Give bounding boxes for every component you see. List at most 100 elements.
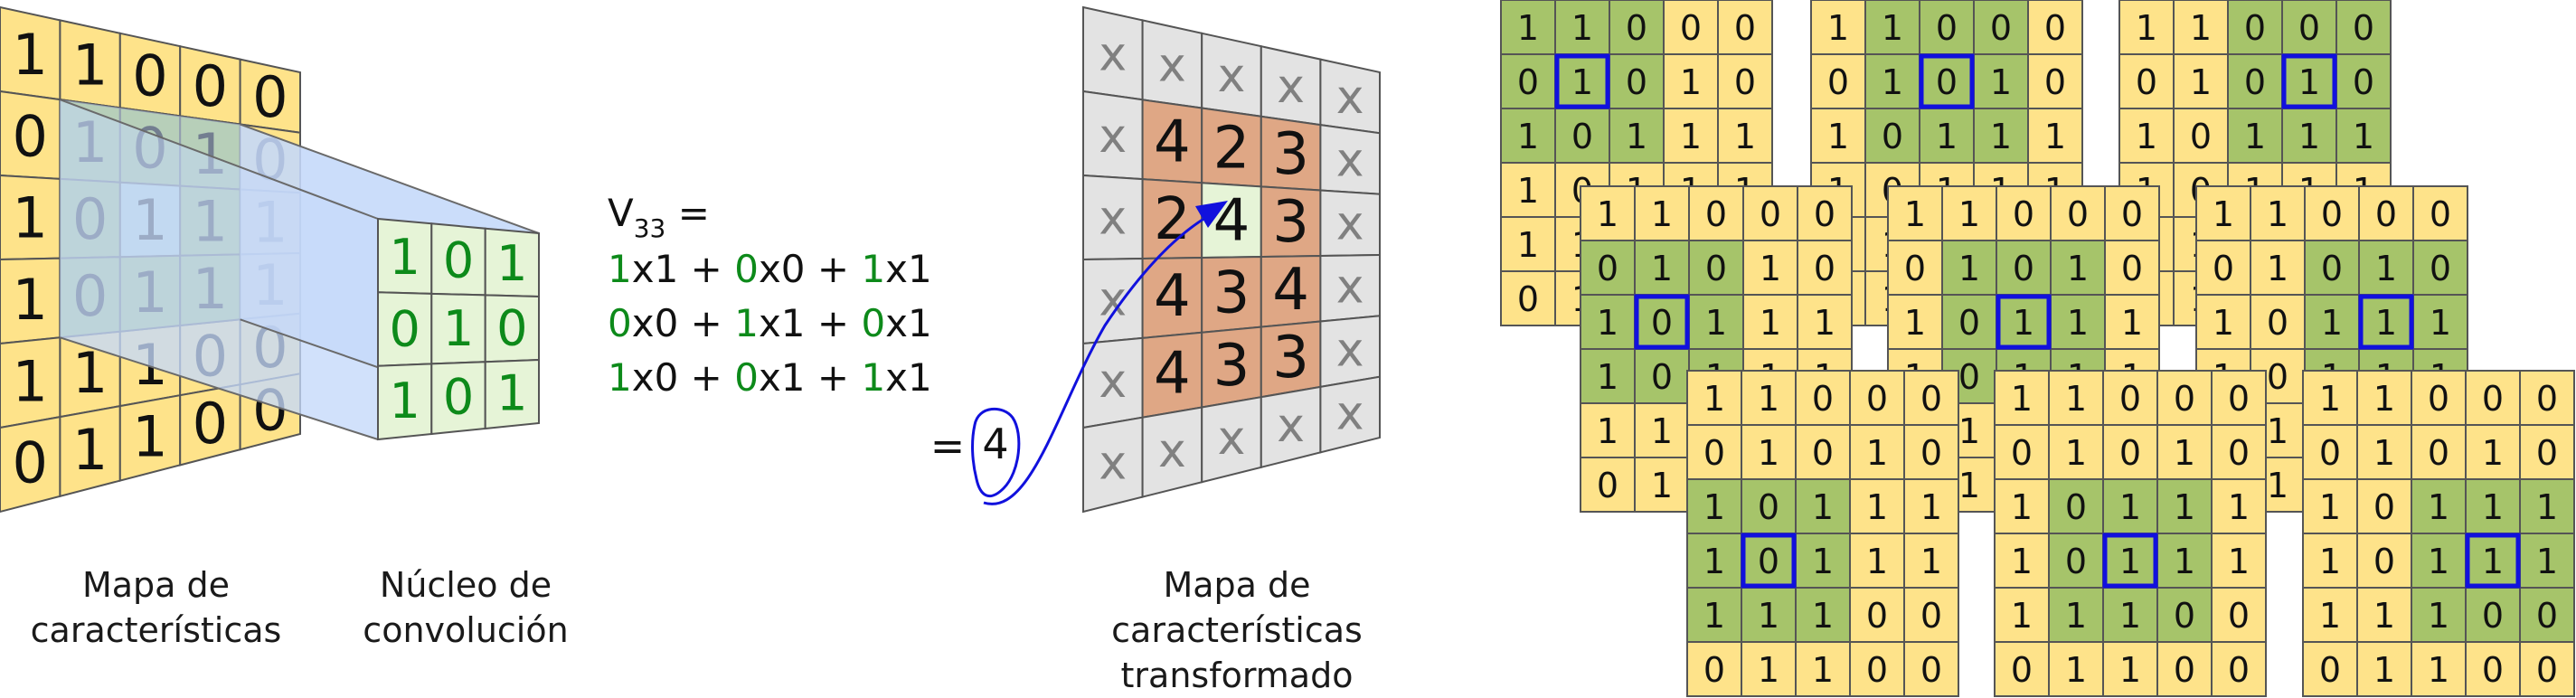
result-circle [971, 407, 1021, 498]
step-cell-value: 1 [1958, 249, 1980, 288]
step-window-cell [1864, 0, 1920, 55]
step-cell [2027, 0, 2083, 55]
step-cell [1686, 641, 1742, 697]
step-cell-value: 1 [1866, 542, 1888, 581]
step-cell-value: 1 [1882, 8, 1903, 48]
step-cell-value: 0 [1597, 466, 1618, 505]
input-cell-value: 1 [12, 185, 47, 251]
output-padding-cell [1319, 375, 1381, 454]
step-cell-value: 1 [2213, 194, 2234, 234]
step-cell [2102, 641, 2158, 697]
equation-input-term: x1 [632, 247, 679, 291]
step-cell-value: 1 [1571, 62, 1593, 102]
step-cell-value: 1 [1936, 117, 1958, 156]
step-center-highlight [1634, 294, 1690, 350]
step-cell-value: 0 [1920, 379, 1942, 419]
step-cell [2211, 587, 2267, 643]
step-window-cell [2411, 587, 2467, 643]
step-cell-value: 0 [1904, 249, 1926, 288]
step-cell [1797, 294, 1853, 350]
output-padding-value: x [1099, 191, 1127, 245]
step-cell-value: 0 [2321, 249, 2343, 288]
caption-output-line-2: características [1111, 610, 1363, 650]
step-cell-value: 1 [2267, 411, 2288, 451]
step-cell-value: 0 [1734, 62, 1756, 102]
input-cell-value: 1 [72, 417, 108, 483]
output-padding-value: x [1099, 437, 1127, 491]
step-cell [2356, 641, 2412, 697]
output-cell-value: 3 [1272, 121, 1309, 188]
output-padding-value: x [1336, 197, 1364, 251]
step-cell-value: 1 [1758, 650, 1779, 690]
step-cell-value: 0 [1866, 596, 1888, 636]
step-cell-value: 1 [1651, 194, 1673, 234]
input-cell-value: 1 [12, 22, 47, 88]
step-cell-value: 0 [1626, 62, 1647, 102]
step-cell-value: 0 [2121, 194, 2143, 234]
step-cell-value: 1 [1904, 303, 1926, 343]
step-cell-value: 0 [1827, 62, 1849, 102]
step-cell-value: 0 [2428, 379, 2449, 419]
step-cell-value: 1 [1866, 487, 1888, 527]
equation-line: 1x0 + 0x1 + 1x1 [608, 355, 932, 400]
step-cell-value: 0 [2536, 433, 2558, 473]
step-cell-value: 0 [2119, 433, 2141, 473]
step-cell-value: 1 [1517, 8, 1539, 48]
step-cell-value: 1 [2375, 303, 2397, 343]
step-cell-value: 1 [2013, 303, 2034, 343]
step-cell-value: 0 [2011, 433, 2033, 473]
step-window-cell [1580, 348, 1636, 404]
step-center-highlight [1554, 53, 1610, 109]
step-cell [1580, 402, 1636, 458]
step-cell-value: 0 [2121, 249, 2143, 288]
projection-edge [60, 99, 379, 220]
step-cell-value: 1 [2373, 433, 2395, 473]
step-cell [1797, 240, 1853, 296]
step-cell-value: 0 [2174, 596, 2195, 636]
step-cell-value: 0 [1866, 650, 1888, 690]
step-cell-value: 1 [1651, 466, 1673, 505]
step-cell-value: 1 [1990, 117, 2012, 156]
step-cell-value: 0 [2430, 249, 2451, 288]
step-cell-value: 0 [2119, 379, 2141, 419]
step-cell-value: 0 [1990, 8, 2012, 48]
step-cell-value: 1 [2373, 650, 2395, 690]
step-window-cell [2227, 53, 2283, 109]
equation-line: 1x1 + 0x0 + 1x1 [608, 247, 932, 291]
step-cell [1717, 53, 1773, 109]
output-padding-value: x [1277, 60, 1305, 114]
step-cell-value: 1 [2298, 62, 2320, 102]
step-cell-value: 0 [1705, 249, 1727, 288]
step-window-cell [1941, 294, 1997, 350]
step-cell-value: 1 [2428, 596, 2449, 636]
step-window-cell [1580, 294, 1636, 350]
output-cell-value: 4 [1154, 340, 1191, 407]
equation-line: 0x0 + 1x1 + 0x1 [608, 301, 932, 345]
step-cell-value: 1 [2319, 596, 2341, 636]
step-cell-value: 0 [1958, 303, 1980, 343]
step-window-cell [1973, 108, 2029, 164]
step-window-cell [2304, 294, 2360, 350]
output-cell-value: 4 [1154, 263, 1191, 330]
step-cell-value: 1 [2430, 303, 2451, 343]
step-window-cell [2358, 240, 2414, 296]
step-cell-value: 1 [2319, 542, 2341, 581]
step-cell [2465, 370, 2521, 426]
step-center-highlight [2358, 294, 2414, 350]
step-cell-value: 0 [2375, 194, 2397, 234]
projection-edge [240, 123, 540, 234]
step-cell [2302, 424, 2358, 480]
step-window-cell [1500, 53, 1556, 109]
step-cell-value: 1 [1597, 303, 1618, 343]
equation-plus: + [678, 247, 734, 291]
step-cell-value: 1 [1758, 433, 1779, 473]
step-cell [2050, 185, 2106, 241]
equation-kernel-digit: 1 [861, 355, 885, 400]
step-window-cell [1795, 587, 1851, 643]
step-cell-value: 1 [1990, 62, 2012, 102]
step-cell-value: 1 [2482, 487, 2504, 527]
step-cell-value: 0 [2044, 62, 2066, 102]
step-cell-value: 0 [2136, 62, 2157, 102]
